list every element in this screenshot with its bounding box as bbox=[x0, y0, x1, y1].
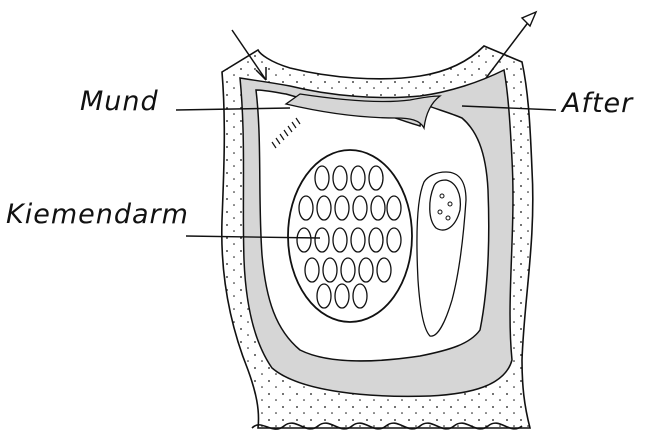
gill-slit bbox=[335, 284, 349, 308]
gill-slit bbox=[351, 228, 365, 252]
gill-slit bbox=[315, 228, 329, 252]
gill-slit bbox=[317, 284, 331, 308]
gill-slit bbox=[315, 166, 329, 190]
gill-slit bbox=[335, 196, 349, 220]
gill-slit bbox=[323, 258, 337, 282]
gill-slit bbox=[341, 258, 355, 282]
gill-slit bbox=[353, 284, 367, 308]
gill-slit bbox=[333, 166, 347, 190]
label-kiemendarm: Kiemendarm bbox=[6, 201, 189, 228]
gill-slit bbox=[297, 228, 311, 252]
gill-slit bbox=[377, 258, 391, 282]
gill-slit bbox=[317, 196, 331, 220]
gill-slit bbox=[351, 166, 365, 190]
gill-slit bbox=[353, 196, 367, 220]
label-after: After bbox=[562, 90, 633, 117]
label-mund: Mund bbox=[80, 88, 159, 115]
gill-slit bbox=[369, 166, 383, 190]
atrial-outflow-arrowhead bbox=[522, 12, 536, 26]
gill-slit bbox=[387, 196, 401, 220]
gill-slit bbox=[305, 258, 319, 282]
gill-slit bbox=[387, 228, 401, 252]
gill-slit bbox=[333, 228, 347, 252]
gill-slit bbox=[359, 258, 373, 282]
gill-slit bbox=[299, 196, 313, 220]
gill-slit bbox=[369, 228, 383, 252]
gill-slit bbox=[371, 196, 385, 220]
